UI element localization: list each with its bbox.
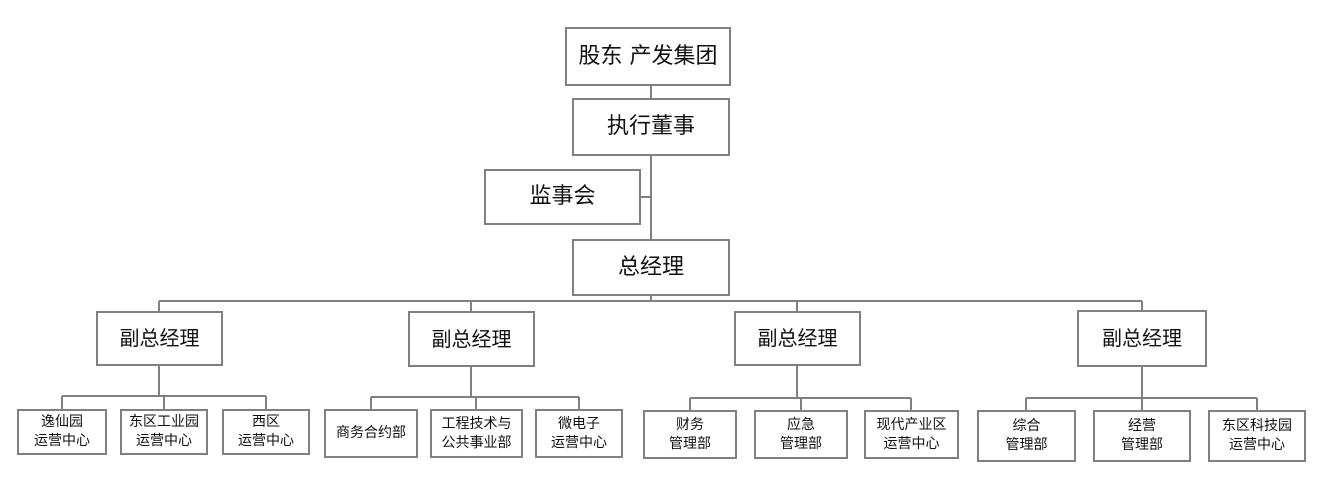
- deputy-gm-label: 副总经理: [431, 326, 512, 351]
- dept-line2: 管理部: [780, 435, 822, 452]
- deputy-gm-label: 副总经理: [119, 326, 200, 350]
- dept-line2: 运营中心: [238, 433, 294, 449]
- deputy-gm-box-4: 副总经理: [1077, 310, 1207, 367]
- dept-line1: 经营: [1128, 418, 1156, 435]
- deputy-gm-box-3: 副总经理: [734, 311, 861, 366]
- dept-box-operations: 经营 管理部: [1093, 410, 1191, 462]
- general-manager-label: 总经理: [617, 254, 684, 280]
- dept-line2: 运营中心: [883, 435, 940, 452]
- dept-box-finance: 财务 管理部: [643, 410, 737, 459]
- dept-box-modern-industry: 现代产业区 运营中心: [864, 410, 959, 459]
- dept-box-east-tech-park: 东区科技园 运营中心: [1208, 410, 1306, 462]
- general-manager-box: 总经理: [572, 239, 730, 296]
- dept-box-east-industrial-park: 东区工业园 运营中心: [120, 409, 208, 455]
- shareholder-label: 股东 产发集团: [578, 43, 718, 69]
- executive-director-box: 执行董事: [572, 98, 730, 156]
- dept-line1: 商务合约部: [336, 425, 406, 442]
- dept-line1: 东区工业园: [129, 414, 199, 431]
- dept-line1: 东区科技园: [1222, 418, 1292, 435]
- deputy-gm-box-1: 副总经理: [96, 311, 223, 366]
- dept-line1: 工程技术与: [441, 415, 512, 432]
- dept-box-yixianyuan: 逸仙园 运营中心: [17, 409, 107, 455]
- dept-line2: 运营中心: [1229, 437, 1285, 453]
- dept-box-west-district: 西区 运营中心: [222, 409, 310, 455]
- dept-box-commerce-contracts: 商务合约部: [324, 409, 418, 458]
- dept-line2: 管理部: [1005, 437, 1048, 453]
- dept-line2: 公共事业部: [441, 434, 512, 451]
- dept-box-microelectronics: 微电子 运营中心: [535, 409, 623, 458]
- dept-line1: 应急: [787, 416, 815, 433]
- deputy-gm-box-2: 副总经理: [408, 311, 535, 367]
- dept-line2: 管理部: [1121, 437, 1163, 453]
- dept-line1: 财务: [676, 416, 704, 433]
- dept-line1: 综合: [1012, 418, 1041, 435]
- executive-director-label: 执行董事: [606, 114, 695, 140]
- dept-line1: 现代产业区: [876, 416, 947, 433]
- dept-line2: 管理部: [669, 435, 711, 452]
- dept-line2: 运营中心: [136, 433, 192, 449]
- dept-line1: 西区: [252, 414, 280, 431]
- dept-line1: 逸仙园: [41, 414, 83, 431]
- deputy-gm-label: 副总经理: [1102, 326, 1182, 350]
- dept-line2: 运营中心: [551, 434, 607, 451]
- deputy-gm-label: 副总经理: [757, 326, 838, 350]
- dept-box-general-admin: 综合 管理部: [977, 410, 1076, 462]
- supervisory-board-label: 监事会: [529, 184, 596, 210]
- shareholder-box: 股东 产发集团: [565, 27, 731, 86]
- supervisory-board-box: 监事会: [484, 169, 641, 225]
- dept-box-engineering-public: 工程技术与 公共事业部: [430, 409, 523, 458]
- dept-line2: 运营中心: [34, 433, 90, 449]
- dept-line1: 微电子: [558, 415, 600, 432]
- dept-box-emergency: 应急 管理部: [754, 410, 848, 459]
